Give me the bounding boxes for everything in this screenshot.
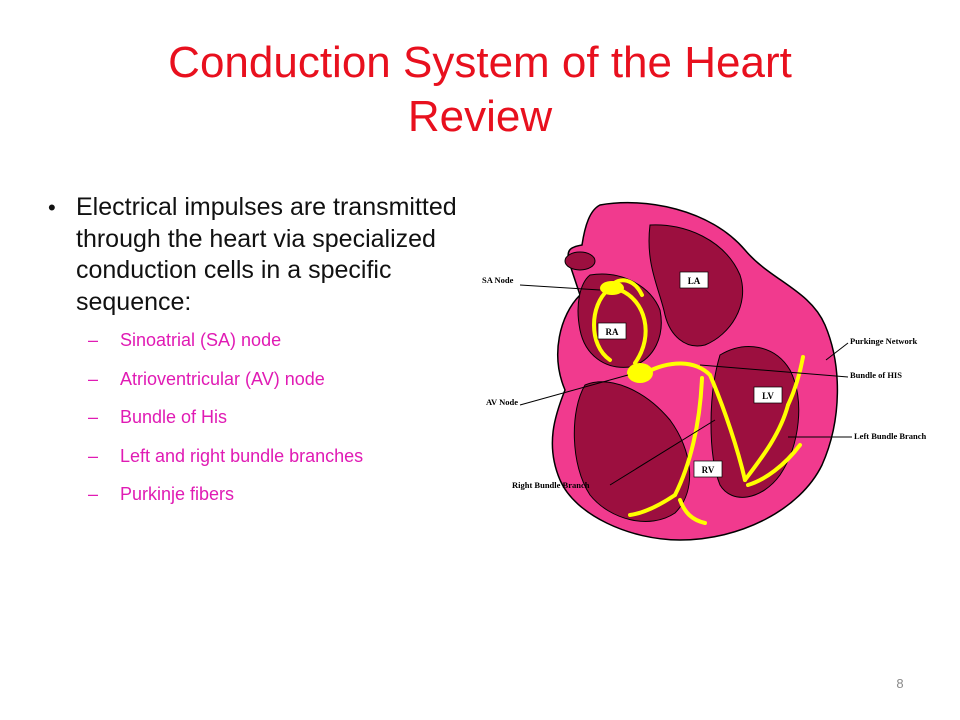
sa-node	[600, 281, 624, 295]
chamber-label-la-text: LA	[688, 276, 701, 286]
label-bundle-of-his: Bundle of HIS	[850, 370, 902, 380]
dash-icon: –	[88, 445, 99, 466]
dash-icon: –	[88, 484, 99, 504]
main-bullet-text: Electrical impulses are transmitted thro…	[76, 193, 457, 316]
sub-bullet-text: Atrioventricular (AV) node	[120, 368, 325, 389]
dash-icon: –	[88, 368, 99, 389]
label-purkinje-network: Purkinge Network	[850, 336, 918, 346]
sub-bullet-purkinje: – Purkinje fibers	[48, 482, 468, 506]
sub-bullet-text: Bundle of His	[120, 407, 228, 427]
sub-bullet-text: Sinoatrial (SA) node	[120, 330, 282, 350]
sub-bullet-text: Purkinje fibers	[120, 484, 235, 504]
sub-bullet-bundle-of-his: – Bundle of His	[48, 405, 468, 429]
av-node	[627, 363, 653, 383]
heart-conduction-diagram: RA LA LV RV	[470, 195, 950, 555]
sub-bullet-text: Left and right bundle branches	[120, 445, 364, 466]
slide-title: Conduction System of the Heart Review	[60, 36, 900, 144]
chamber-label-rv: RV	[693, 460, 723, 478]
dash-icon: –	[88, 330, 99, 350]
bullet-dot-icon: •	[48, 195, 56, 220]
chamber-label-lv: LV	[753, 386, 783, 404]
main-bullet: • Electrical impulses are transmitted th…	[48, 192, 468, 318]
bullet-list: • Electrical impulses are transmitted th…	[48, 192, 468, 521]
callout-lines	[519, 284, 852, 486]
chamber-label-rv-text: RV	[702, 465, 715, 475]
sub-bullet-sa-node: – Sinoatrial (SA) node	[48, 328, 468, 352]
sub-bullet-av-node: –Atrioventricular (AV) node	[48, 367, 468, 391]
label-sa-node: SA Node	[482, 275, 514, 285]
right-ventricle-chamber	[573, 381, 691, 522]
label-right-bundle-branch: Right Bundle Branch	[512, 480, 590, 490]
slide-title-line-2: Review	[407, 92, 553, 141]
label-left-bundle-branch: Left Bundle Branch	[854, 431, 927, 441]
chamber-label-ra-text: RA	[606, 327, 619, 337]
left-ventricle-chamber	[710, 346, 800, 498]
dash-icon: –	[88, 407, 99, 427]
chamber-label-ra: RA	[597, 322, 627, 340]
page-number: 8	[896, 676, 904, 691]
chamber-label-la: LA	[679, 271, 709, 289]
vessel-opening	[564, 251, 596, 271]
label-av-node: AV Node	[486, 397, 518, 407]
heart-diagram-svg: RA LA LV RV	[482, 202, 927, 541]
chamber-label-lv-text: LV	[762, 391, 774, 401]
slide-title-line-1: Conduction System of the Heart	[168, 38, 792, 87]
sub-bullet-list: –Sinoatrial (SA) node –Atrioventricular …	[48, 328, 468, 506]
sub-bullet-bundle-branches: –Left and right bundle branches	[48, 444, 468, 468]
